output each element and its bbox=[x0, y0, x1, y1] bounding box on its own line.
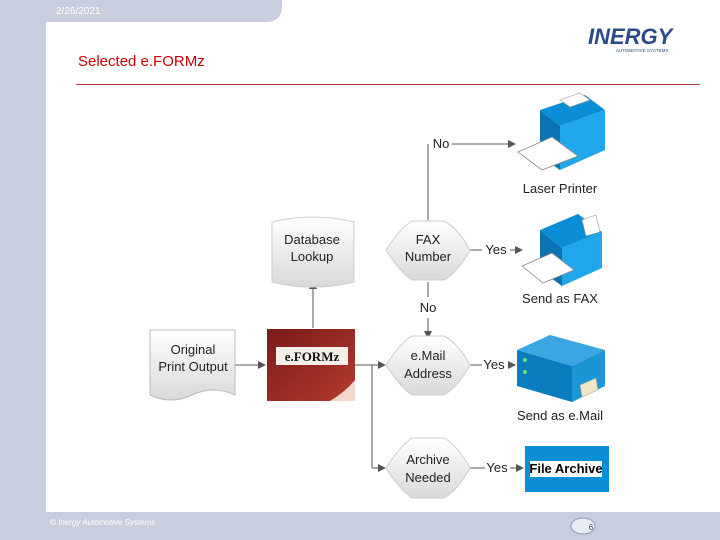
node-original-label-1: Original bbox=[171, 342, 216, 357]
footer-copyright: © Inergy Automotive Systems bbox=[50, 518, 156, 527]
node-fax-decision bbox=[385, 220, 471, 281]
inergy-logo: INERGY AUTOMOTIVE SYSTEMS bbox=[588, 24, 675, 53]
node-database-label-1: Database bbox=[284, 232, 340, 247]
edge-label-yes-archive: Yes bbox=[486, 460, 508, 475]
node-email-decision bbox=[385, 335, 471, 396]
eformz-logo-plate bbox=[276, 347, 348, 365]
left-banner bbox=[0, 22, 46, 512]
node-eformz-label: e.FORMz bbox=[285, 349, 340, 364]
logo-subtitle: AUTOMOTIVE SYSTEMS bbox=[616, 48, 668, 53]
node-original-label-2: Print Output bbox=[158, 359, 228, 374]
mail-server-icon bbox=[517, 335, 605, 402]
page-badge: 6 bbox=[570, 517, 596, 535]
node-email-label-2: Address bbox=[404, 366, 452, 381]
file-archive-label-plate bbox=[530, 461, 602, 477]
node-archive-label-2: Needed bbox=[405, 470, 451, 485]
node-original-print-output bbox=[149, 329, 236, 401]
laser-printer-icon bbox=[517, 92, 605, 171]
file-archive-label: File Archive bbox=[529, 461, 602, 476]
node-email-label-1: e.Mail bbox=[411, 348, 446, 363]
send-fax-label: Send as FAX bbox=[522, 291, 598, 306]
banner-corner bbox=[46, 22, 86, 42]
title-divider bbox=[76, 84, 700, 85]
node-fax-label-1: FAX bbox=[416, 232, 441, 247]
logo-wordmark: INERGY bbox=[588, 24, 675, 49]
bottom-banner bbox=[0, 512, 720, 540]
edge-label-no-middle: No bbox=[420, 300, 437, 315]
edge-label-no-top: No bbox=[433, 136, 450, 151]
laser-printer-label: Laser Printer bbox=[523, 181, 598, 196]
top-banner bbox=[0, 0, 282, 22]
edge-label-yes-email: Yes bbox=[483, 357, 505, 372]
node-database-lookup bbox=[271, 216, 355, 288]
send-email-label: Send as e.Mail bbox=[517, 408, 603, 423]
node-database-label-2: Lookup bbox=[291, 249, 334, 264]
fax-machine-icon bbox=[521, 214, 602, 286]
slide-date: 2/26/2021 bbox=[56, 6, 101, 17]
slide-title: Selected e.FORMz bbox=[78, 53, 205, 70]
page-number: 6 bbox=[589, 523, 594, 532]
node-archive-decision bbox=[385, 437, 471, 499]
page-curl bbox=[330, 380, 355, 401]
node-archive-label-1: Archive bbox=[406, 452, 449, 467]
edge-label-yes-fax: Yes bbox=[485, 242, 507, 257]
node-fax-label-2: Number bbox=[405, 249, 452, 264]
connectors bbox=[235, 140, 524, 472]
